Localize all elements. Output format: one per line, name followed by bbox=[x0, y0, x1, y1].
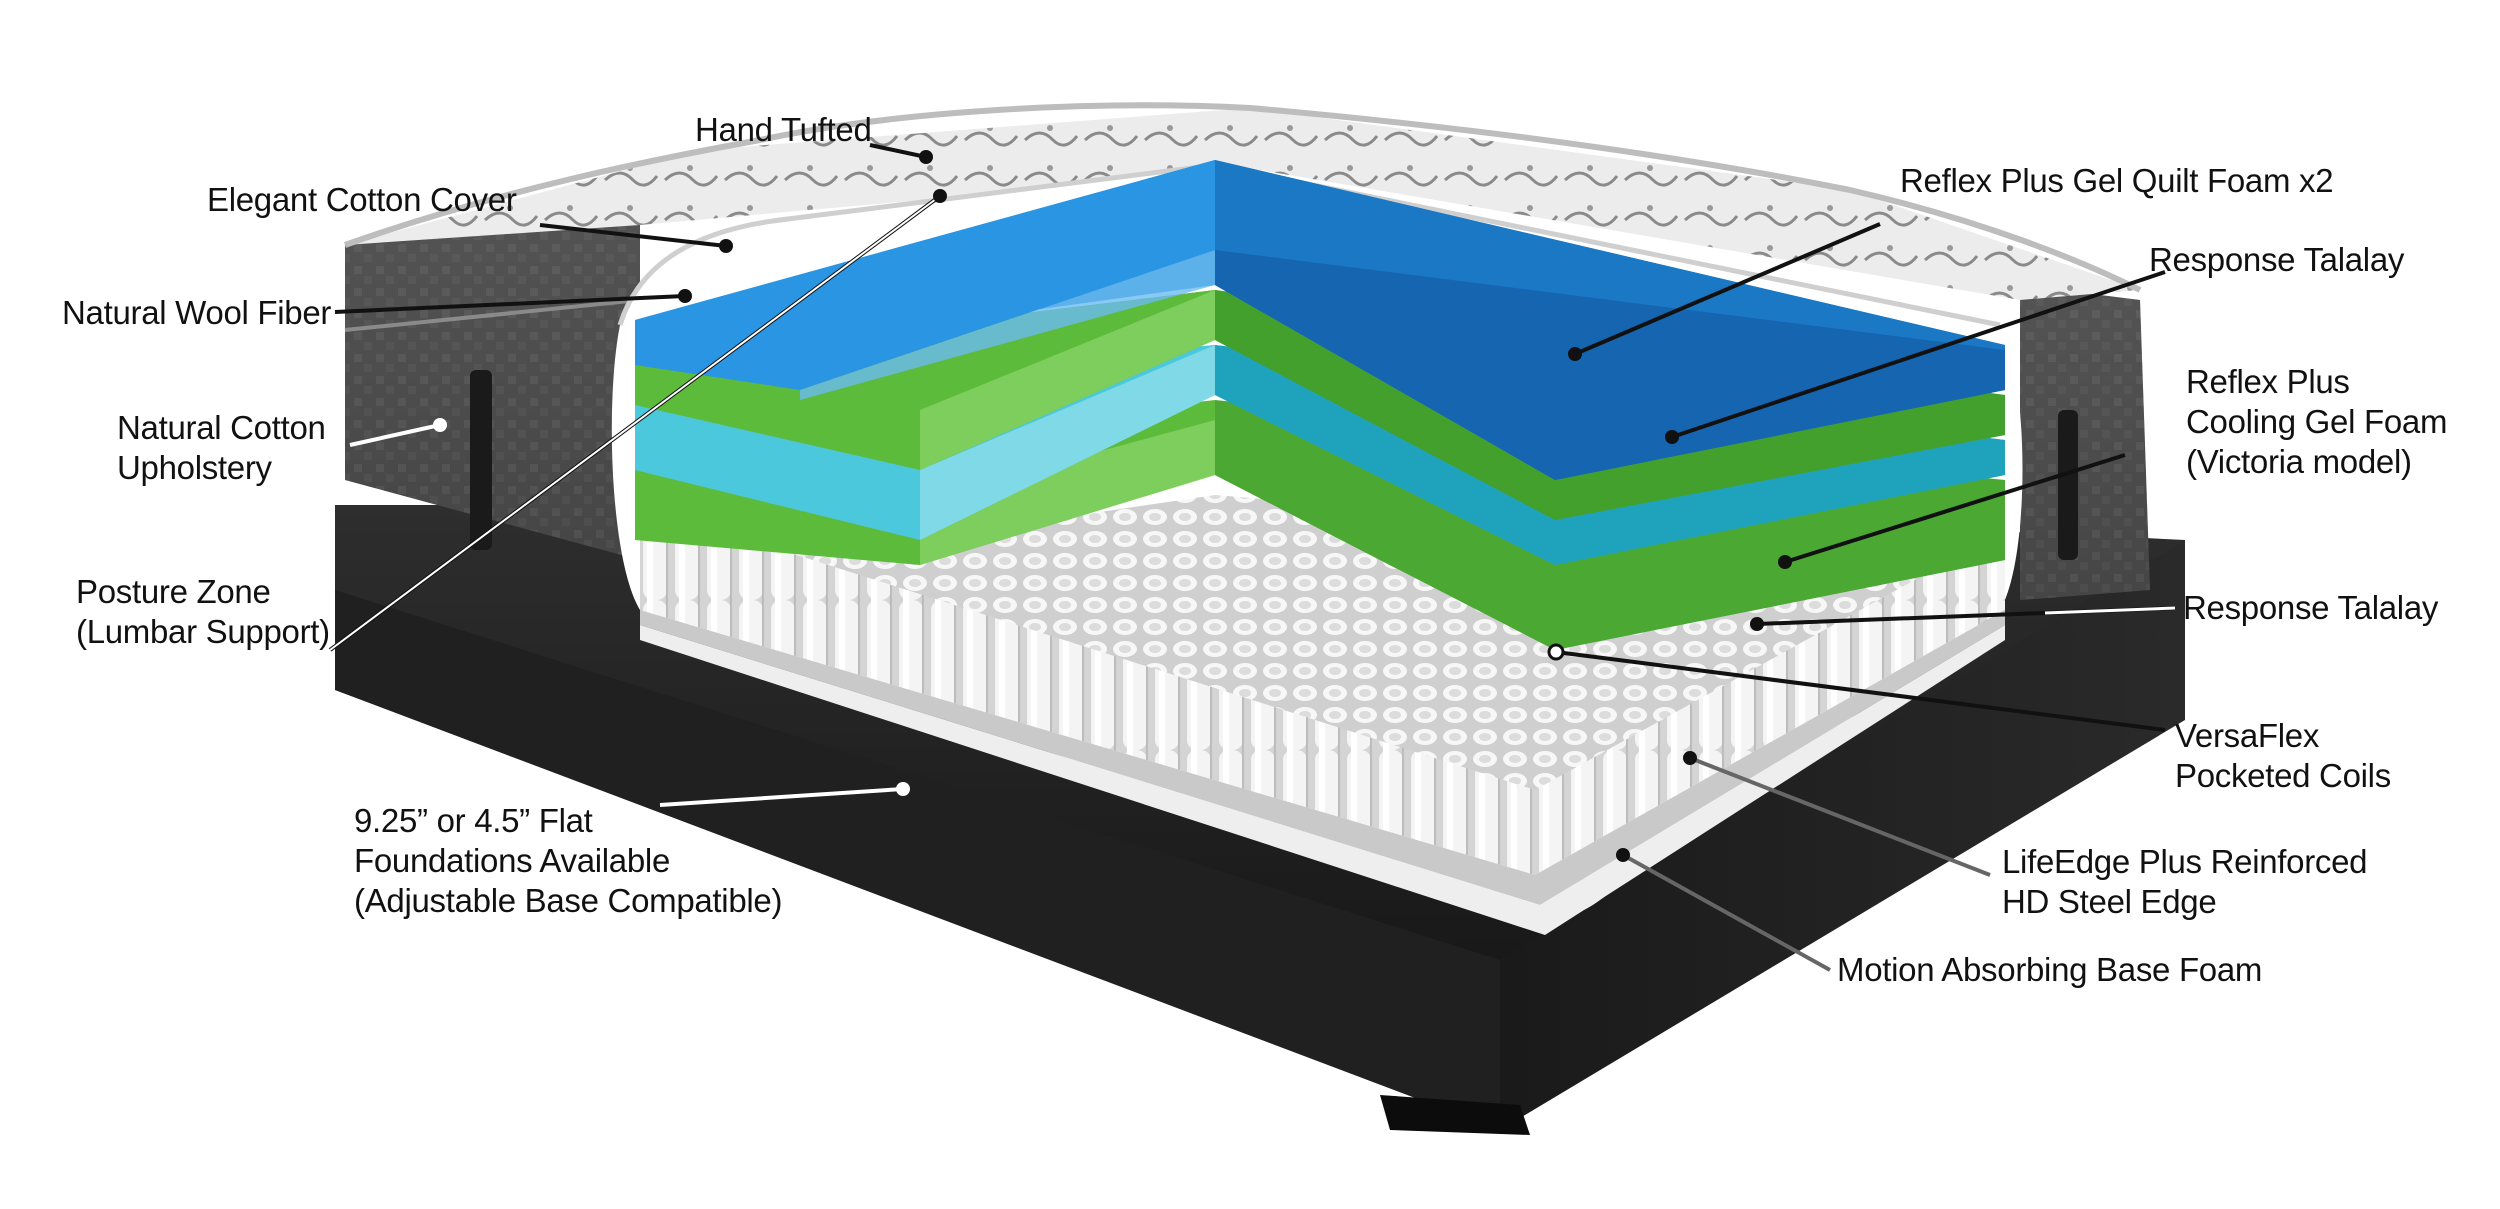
leader-response-top bbox=[1671, 270, 2166, 439]
label-motion-absorbing-base-foam: Motion Absorbing Base Foam bbox=[1837, 950, 2262, 990]
leader-lifeedge bbox=[1689, 756, 1991, 877]
label-hand-tufted: Hand Tufted bbox=[695, 110, 872, 150]
label-posture-zone: Posture Zone (Lumbar Support) bbox=[76, 572, 330, 652]
leader-hand-tufted bbox=[869, 143, 927, 159]
label-line: (Adjustable Base Compatible) bbox=[354, 882, 783, 919]
label-line: Reflex Plus bbox=[2186, 363, 2350, 400]
label-line: Response Talalay bbox=[2183, 589, 2439, 626]
label-foundations: 9.25” or 4.5” Flat Foundations Available… bbox=[354, 801, 782, 921]
label-line: Response Talalay bbox=[2149, 241, 2405, 278]
mattress-body bbox=[343, 102, 2150, 600]
label-versaflex-pocketed-coils: VersaFlex Pocketed Coils bbox=[2175, 716, 2391, 796]
label-response-talalay-top: Response Talalay bbox=[2149, 240, 2404, 280]
leader-foundation bbox=[659, 787, 904, 807]
label-line: VersaFlex bbox=[2175, 717, 2320, 754]
leader-dot bbox=[933, 189, 947, 203]
foundation-corner-foot bbox=[1380, 1095, 1530, 1135]
leader-lines bbox=[328, 143, 2176, 972]
label-line: (Victoria model) bbox=[2186, 443, 2412, 480]
leader-dot bbox=[1547, 643, 1565, 661]
leader-dot bbox=[1778, 555, 1792, 569]
label-response-talalay-bottom: Response Talalay bbox=[2183, 588, 2438, 628]
mattress-handle-left bbox=[470, 370, 492, 550]
label-lifeedge-steel-edge: LifeEdge Plus Reinforced HD Steel Edge bbox=[2002, 842, 2368, 922]
leader-dot bbox=[719, 239, 733, 253]
label-line: Upholstery bbox=[117, 449, 272, 486]
leader-cooling-gel bbox=[1784, 453, 2126, 564]
leader-versaflex bbox=[1555, 650, 2166, 732]
leader-elegant-cotton bbox=[539, 223, 727, 248]
label-line: Motion Absorbing Base Foam bbox=[1837, 951, 2263, 988]
leader-dot bbox=[1568, 347, 1582, 361]
label-line: Elegant Cotton Cover bbox=[207, 181, 517, 218]
label-line: Natural Cotton bbox=[117, 409, 326, 446]
leader-reflex-quilt bbox=[1574, 222, 1881, 356]
label-line: HD Steel Edge bbox=[2002, 883, 2217, 920]
leader-dot bbox=[433, 418, 447, 432]
leader-dot bbox=[896, 782, 910, 796]
label-line: Foundations Available bbox=[354, 842, 670, 879]
label-line: LifeEdge Plus Reinforced bbox=[2002, 843, 2368, 880]
label-elegant-cotton-cover: Elegant Cotton Cover bbox=[207, 180, 517, 220]
leader-dot bbox=[1616, 848, 1630, 862]
label-line: Natural Wool Fiber bbox=[62, 294, 332, 331]
label-line: Pocketed Coils bbox=[2175, 757, 2391, 794]
layer-gel-quilt-foam bbox=[635, 160, 2005, 480]
label-line: Reflex Plus Gel Quilt Foam x2 bbox=[1900, 162, 2334, 199]
leader-dot bbox=[919, 150, 933, 164]
label-reflex-cooling-gel-foam: Reflex Plus Cooling Gel Foam (Victoria m… bbox=[2186, 362, 2447, 482]
leader-dot bbox=[1750, 617, 1764, 631]
mattress-handle-right bbox=[2058, 410, 2078, 560]
label-line: 9.25” or 4.5” Flat bbox=[354, 802, 593, 839]
leader-upholstery bbox=[349, 423, 441, 447]
label-line: Hand Tufted bbox=[695, 111, 872, 148]
leader-dot bbox=[1665, 430, 1679, 444]
leader-dot bbox=[678, 289, 692, 303]
label-natural-cotton-upholstery: Natural Cotton Upholstery bbox=[117, 408, 326, 488]
leader-dot bbox=[1683, 751, 1697, 765]
label-natural-wool-fiber: Natural Wool Fiber bbox=[62, 293, 331, 333]
label-reflex-gel-quilt-foam: Reflex Plus Gel Quilt Foam x2 bbox=[1900, 161, 2334, 201]
label-line: (Lumbar Support) bbox=[76, 613, 330, 650]
leader-motion-foam bbox=[1622, 853, 1831, 972]
leader-wool bbox=[334, 294, 686, 314]
label-line: Cooling Gel Foam bbox=[2186, 403, 2448, 440]
label-line: Posture Zone bbox=[76, 573, 271, 610]
